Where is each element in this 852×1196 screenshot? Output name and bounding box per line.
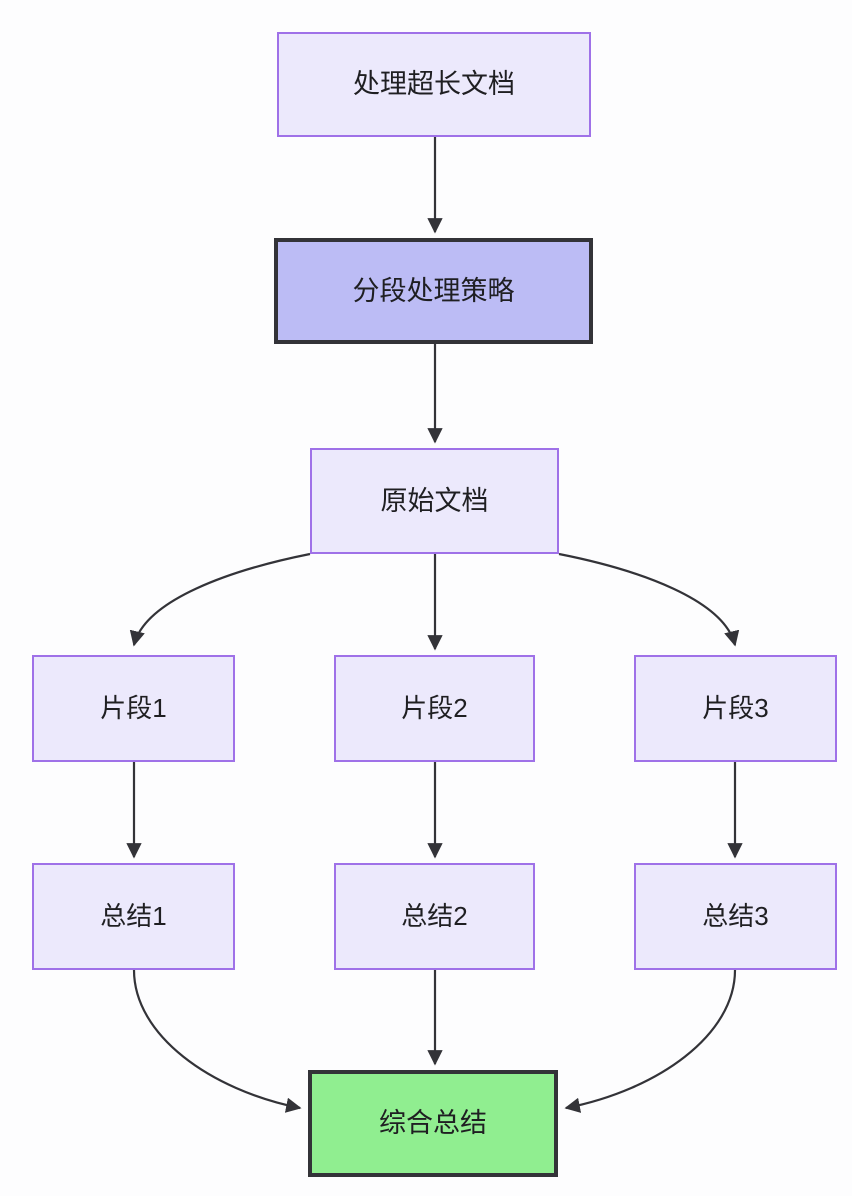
edge-n3-f1 bbox=[129, 552, 311, 647]
edge-n3-f3 bbox=[558, 552, 740, 647]
edge-s3-n4 bbox=[564, 969, 737, 1113]
node-label: 片段2 bbox=[401, 692, 468, 723]
node-label: 片段3 bbox=[702, 692, 769, 723]
node-label: 总结1 bbox=[100, 900, 167, 931]
node-label: 处理超长文档 bbox=[353, 69, 515, 100]
node-label: 综合总结 bbox=[379, 1108, 487, 1139]
node-label: 总结3 bbox=[702, 900, 769, 931]
node-summary-3[interactable]: 总结3 bbox=[634, 863, 837, 970]
node-label: 总结2 bbox=[401, 900, 468, 931]
node-fragment-2[interactable]: 片段2 bbox=[334, 655, 535, 762]
edge-s1-n4 bbox=[132, 969, 302, 1113]
node-summary-1[interactable]: 总结1 bbox=[32, 863, 235, 970]
node-chunking-strategy[interactable]: 分段处理策略 bbox=[274, 238, 593, 344]
node-label: 分段处理策略 bbox=[352, 275, 515, 306]
node-summary-2[interactable]: 总结2 bbox=[334, 863, 535, 970]
node-fragment-1[interactable]: 片段1 bbox=[32, 655, 235, 762]
node-label: 片段1 bbox=[100, 692, 167, 723]
node-label: 原始文档 bbox=[380, 485, 489, 516]
node-final-summary[interactable]: 综合总结 bbox=[308, 1070, 558, 1177]
node-process-long-document[interactable]: 处理超长文档 bbox=[277, 32, 591, 137]
node-fragment-3[interactable]: 片段3 bbox=[634, 655, 837, 762]
node-source-document[interactable]: 原始文档 bbox=[310, 448, 559, 554]
